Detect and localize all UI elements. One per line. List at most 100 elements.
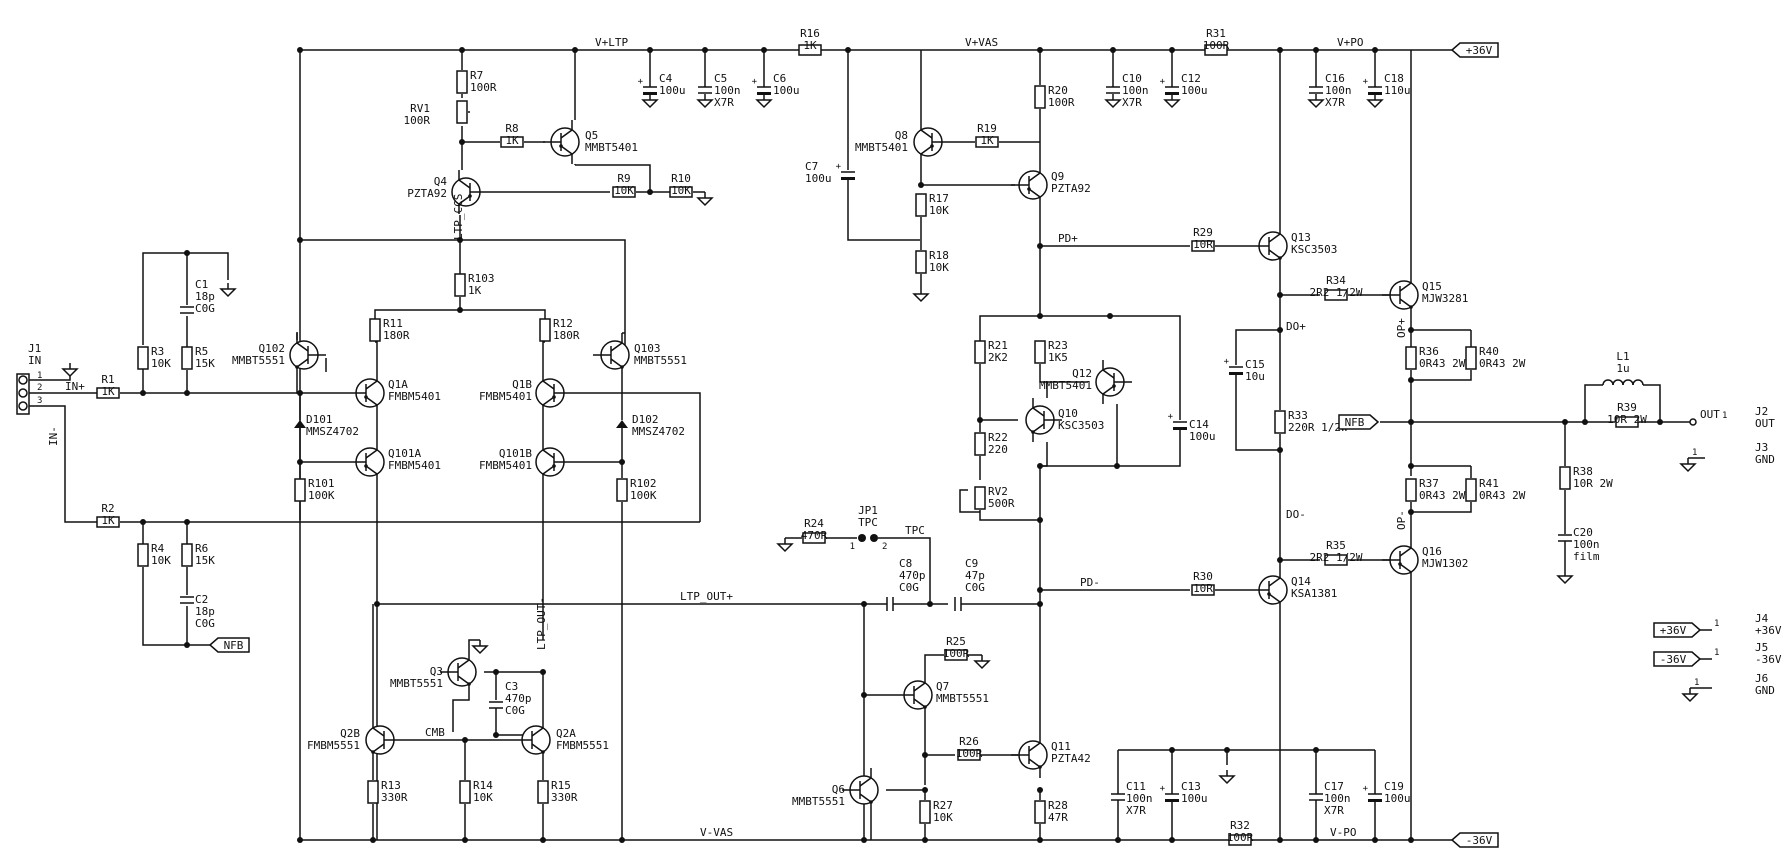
svg-text:0R43 2W: 0R43 2W <box>1479 489 1526 502</box>
svg-text:R16: R16 <box>800 27 820 40</box>
svg-text:100u: 100u <box>659 84 686 97</box>
net-label-op-neg: OP- <box>1395 510 1408 530</box>
svg-text:+36V: +36V <box>1660 624 1687 637</box>
junction-dot <box>493 669 499 675</box>
junction-dot <box>1037 313 1043 319</box>
svg-text:+: + <box>1168 412 1174 422</box>
svg-text:IN: IN <box>28 354 41 367</box>
junction-dot <box>1224 747 1230 753</box>
net-label-ltp-ccs: LTP_CCS <box>452 194 465 240</box>
net-label-vpo-neg: V-PO <box>1330 826 1357 839</box>
svg-text:18p: 18p <box>195 290 215 303</box>
junction-dot <box>1037 787 1043 793</box>
svg-text:1: 1 <box>1714 648 1719 658</box>
net-label-vltp: V+LTP <box>595 36 628 49</box>
net-label-vvas: V+VAS <box>965 36 998 49</box>
svg-text:C3: C3 <box>505 680 518 693</box>
svg-text:R35: R35 <box>1326 539 1346 552</box>
junction-dot <box>1313 837 1319 843</box>
svg-text:R5: R5 <box>195 345 208 358</box>
svg-text:Q15: Q15 <box>1422 280 1442 293</box>
svg-text:R37: R37 <box>1419 477 1439 490</box>
svg-text:GND: GND <box>1755 453 1775 466</box>
svg-text:2R2 1/2W: 2R2 1/2W <box>1310 551 1363 564</box>
ground-symbol <box>973 655 991 670</box>
svg-text:MMBT5551: MMBT5551 <box>634 354 687 367</box>
svg-text:100R: 100R <box>470 81 497 94</box>
junction-dot <box>1408 327 1414 333</box>
junction-dot <box>647 189 653 195</box>
svg-text:1: 1 <box>1714 619 1719 629</box>
svg-text:10R 2W: 10R 2W <box>1607 413 1647 426</box>
svg-text:C14: C14 <box>1189 418 1209 431</box>
svg-text:FMBM5551: FMBM5551 <box>307 739 360 752</box>
svg-text:220R 1/2W: 220R 1/2W <box>1288 421 1348 434</box>
ground-symbol <box>1163 94 1181 109</box>
svg-text:R18: R18 <box>929 249 949 262</box>
junction-dot <box>297 47 303 53</box>
svg-text:C0G: C0G <box>195 302 215 315</box>
svg-text:R26: R26 <box>959 735 979 748</box>
svg-text:100n: 100n <box>1122 84 1149 97</box>
svg-text:3: 3 <box>37 396 42 406</box>
flag-j4-p36: +36V <box>1653 622 1702 638</box>
svg-text:NFB: NFB <box>1345 416 1365 429</box>
svg-text:100u: 100u <box>1181 84 1208 97</box>
svg-text:FMBM5401: FMBM5401 <box>479 459 532 472</box>
ground-symbol <box>1679 458 1697 473</box>
svg-text:10K: 10K <box>929 261 949 274</box>
junction-dot <box>370 837 376 843</box>
junction-dot <box>927 601 933 607</box>
junction-dot <box>1037 517 1043 523</box>
svg-text:X7R: X7R <box>1126 804 1146 817</box>
svg-text:+: + <box>752 77 758 87</box>
svg-text:C10: C10 <box>1122 72 1142 85</box>
svg-text:J5: J5 <box>1755 641 1768 654</box>
svg-text:R39: R39 <box>1617 401 1637 414</box>
svg-text:0R43 2W: 0R43 2W <box>1419 357 1466 370</box>
svg-text:100K: 100K <box>308 489 335 502</box>
ground-symbol <box>912 288 930 303</box>
svg-text:Q7: Q7 <box>936 680 949 693</box>
svg-text:C0G: C0G <box>965 581 985 594</box>
svg-text:Q1B: Q1B <box>512 378 532 391</box>
junction-dot <box>493 732 499 738</box>
svg-text:D102: D102 <box>632 413 659 426</box>
svg-text:18p: 18p <box>195 605 215 618</box>
svg-text:+: + <box>638 77 644 87</box>
svg-text:MMBT5551: MMBT5551 <box>390 677 443 690</box>
junction-dot <box>297 837 303 843</box>
svg-text:JP1: JP1 <box>858 504 878 517</box>
svg-text:100u: 100u <box>773 84 800 97</box>
svg-text:MMBT5551: MMBT5551 <box>792 795 845 808</box>
ground-symbol <box>1366 94 1384 109</box>
svg-text:J3: J3 <box>1755 441 1768 454</box>
svg-text:J1: J1 <box>28 342 41 355</box>
svg-text:1: 1 <box>850 542 855 552</box>
junction-dot <box>1657 419 1663 425</box>
svg-text:Q16: Q16 <box>1422 545 1442 558</box>
svg-text:R13: R13 <box>381 779 401 792</box>
junction-dot <box>861 837 867 843</box>
svg-text:10K: 10K <box>614 184 634 197</box>
svg-text:C1: C1 <box>195 278 208 291</box>
